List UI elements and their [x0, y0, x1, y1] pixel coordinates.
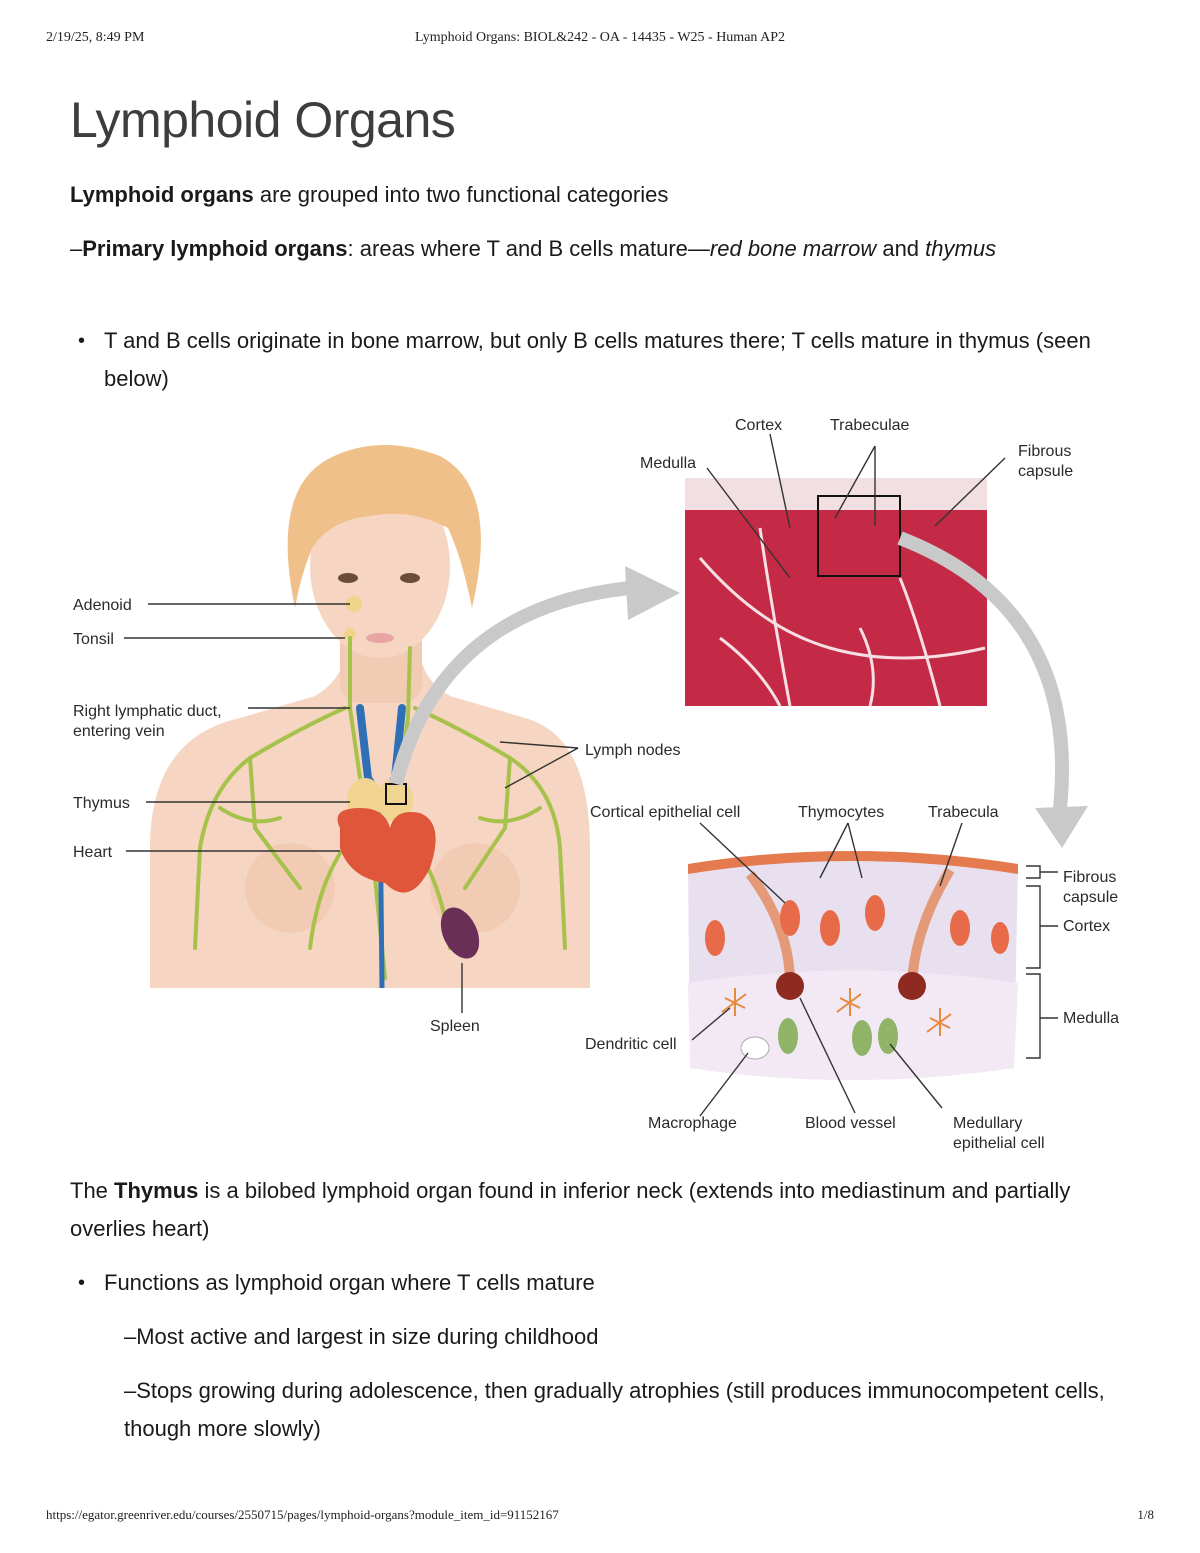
label-micro-cortex: Cortex [735, 417, 782, 434]
detail-trabecula-2 [907, 867, 955, 984]
label-tonsil: Tonsil [73, 631, 114, 648]
page-title: Lymphoid Organs [70, 92, 456, 148]
detail-medulla [688, 970, 1018, 1080]
label-micro-trabeculae: Trabeculae [830, 417, 910, 434]
dendritic-cells [721, 988, 952, 1036]
adenoid-spot [346, 596, 362, 612]
print-datetime: 2/19/25, 8:49 PM [46, 30, 145, 45]
spleen-shape [440, 907, 480, 959]
label-lymph-nodes: Lymph nodes [585, 742, 680, 759]
medullary-cells [778, 1018, 898, 1056]
zoom-arrow-2-head [1035, 806, 1088, 848]
primary-paragraph: –Primary lymphoid organs: areas where T … [70, 230, 1140, 268]
lymphoid-figure: Adenoid Tonsil Right lymphatic duct, ent… [0, 408, 1200, 1168]
label-detail-medulla: Medulla [1063, 1010, 1119, 1027]
micrograph-zoom-box [817, 495, 901, 577]
label-blood-vessel: Blood vessel [805, 1115, 896, 1132]
detail-trabecula-1 [745, 871, 795, 984]
sub-childhood: –Most active and largest in size during … [124, 1324, 599, 1349]
left-leader-lines [124, 603, 579, 1013]
micrograph-tissue [685, 478, 987, 706]
detail-leader-lines [691, 822, 963, 1117]
thymus-paragraph: The Thymus is a bilobed lymphoid organ f… [70, 1172, 1140, 1248]
thymus-text: is a bilobed lymphoid organ found in inf… [70, 1178, 1071, 1241]
label-detail-fibrous-2: capsule [1063, 889, 1118, 906]
left-eye [338, 573, 358, 583]
print-page-title: Lymphoid Organs: BIOL&242 - OA - 14435 -… [414, 30, 786, 45]
left-breast [245, 843, 335, 933]
zoom-arrow-1 [389, 581, 631, 786]
heart-shape [337, 808, 436, 893]
zoom-arrow-2 [897, 531, 1069, 809]
label-adenoid: Adenoid [73, 597, 132, 614]
thymus-pre: The [70, 1178, 115, 1203]
body-illustration [150, 444, 590, 989]
intro-bold: Lymphoid organs [70, 182, 254, 207]
thymus-bold: Thymus [114, 1178, 199, 1203]
primary-text: : areas where T and B cells mature— [347, 236, 710, 261]
detail-brackets [1026, 865, 1058, 1059]
primary-italic-marrow: red bone marrow [709, 236, 877, 261]
label-micro-medulla: Medulla [640, 455, 696, 472]
label-right-duct-1: Right lymphatic duct, [73, 703, 222, 720]
micrograph-capsule [685, 478, 987, 510]
print-url: https://egator.greenriver.edu/courses/25… [46, 1507, 559, 1522]
cortical-cells [705, 895, 1009, 956]
label-thymocytes: Thymocytes [798, 804, 884, 821]
intro-text: are grouped into two functional categori… [253, 182, 669, 207]
detail-capsule [688, 851, 1018, 874]
primary-dash: – [70, 236, 83, 261]
hair [287, 444, 481, 608]
label-cortical-epithelial: Cortical epithelial cell [590, 804, 740, 821]
sub-adolescence: –Stops growing during adolescence, then … [124, 1378, 1105, 1441]
label-macrophage: Macrophage [648, 1115, 737, 1132]
intro-paragraph: Lymphoid organs are grouped into two fun… [70, 176, 1140, 214]
right-eye [400, 573, 420, 583]
print-header: 2/19/25, 8:49 PM Lymphoid Organs: BIOL&2… [46, 30, 1154, 50]
label-medullary-1: Medullary [953, 1115, 1022, 1132]
bullet-function: Functions as lymphoid organ where T cell… [78, 1264, 1144, 1302]
thymus-detail [688, 851, 1018, 1080]
label-right-duct-2: entering vein [73, 723, 165, 740]
micrograph-trabeculae [698, 527, 986, 707]
label-thymus: Thymus [73, 795, 130, 812]
blood-vessel-1 [776, 972, 804, 1000]
label-trabecula: Trabecula [928, 804, 999, 821]
blood-vessel-2 [898, 972, 926, 1000]
label-detail-fibrous-1: Fibrous [1063, 869, 1116, 886]
print-footer: https://egator.greenriver.edu/courses/25… [46, 1507, 1154, 1527]
micrograph-leader-lines [706, 433, 1006, 579]
zoom-arrow-1-head [625, 566, 680, 620]
lymphoid-figure-svg: Adenoid Tonsil Right lymphatic duct, ent… [73, 417, 1119, 1152]
primary-bold: Primary lymphoid organs [82, 236, 348, 261]
label-heart: Heart [73, 844, 113, 861]
label-medullary-2: epithelial cell [953, 1135, 1045, 1152]
tonsil-spot [344, 628, 356, 640]
label-micro-fibrous-2: capsule [1018, 463, 1073, 480]
label-detail-cortex: Cortex [1063, 918, 1110, 935]
print-page-number: 1/8 [1137, 1507, 1154, 1522]
label-spleen: Spleen [430, 1018, 480, 1035]
primary-italic-thymus: thymus [925, 236, 997, 261]
label-dendritic: Dendritic cell [585, 1036, 677, 1053]
thymus-micrograph [685, 478, 987, 707]
bullet-origin: T and B cells originate in bone marrow, … [78, 322, 1144, 398]
label-micro-fibrous-1: Fibrous [1018, 443, 1071, 460]
primary-and: and [876, 236, 926, 261]
lips [366, 633, 394, 643]
